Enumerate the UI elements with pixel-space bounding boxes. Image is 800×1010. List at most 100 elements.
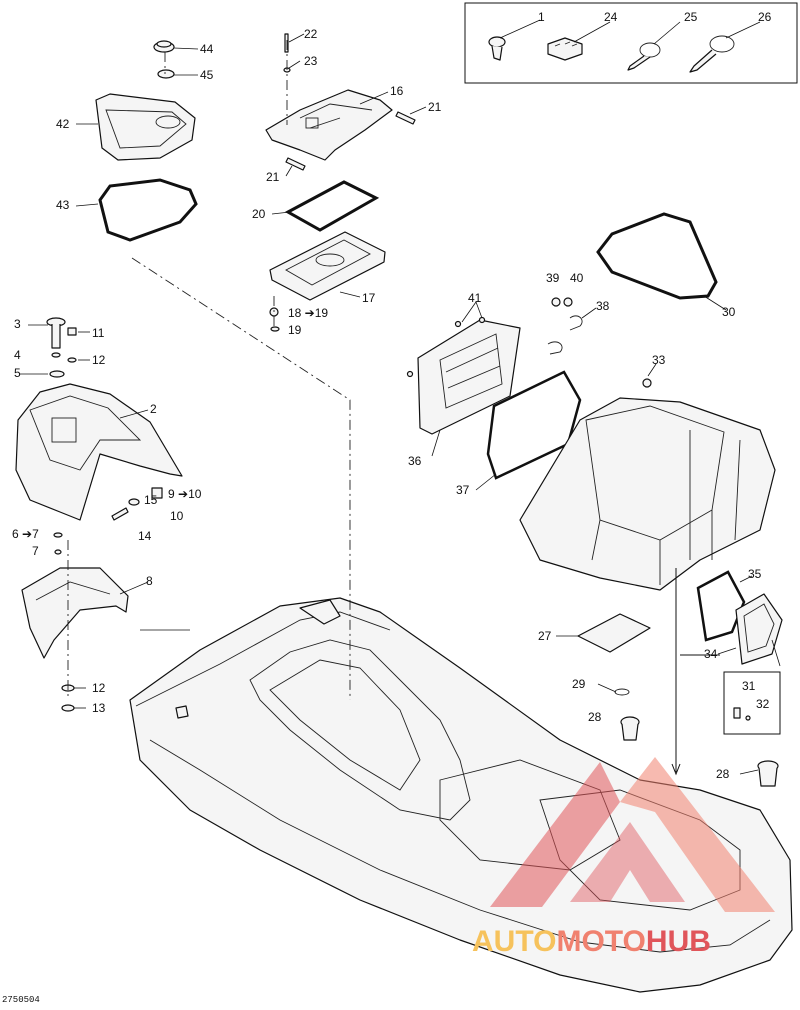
screw-part-41b (478, 316, 486, 324)
part-40 (563, 297, 573, 307)
callout-21-bottom: 21 (266, 170, 280, 184)
part-33 (642, 378, 652, 388)
watermark-text-part-3: HUB (645, 925, 711, 958)
callout-10: 10 (170, 509, 184, 523)
washer-part-12a (67, 357, 77, 363)
bolt-part-3 (46, 317, 66, 349)
callout-28-left: 28 (588, 710, 602, 724)
callout-26: 26 (758, 10, 772, 24)
handle-part-2 (15, 383, 183, 521)
callout-33: 33 (652, 353, 666, 367)
watermark-logo (490, 757, 775, 912)
callout-17: 17 (362, 291, 376, 305)
callout-40: 40 (570, 271, 584, 285)
screw-part-41c (406, 370, 414, 378)
callout-28-right: 28 (716, 767, 730, 781)
gasket-part-20 (284, 180, 380, 232)
hardware-kit-frame (464, 2, 798, 84)
callout-38: 38 (596, 299, 610, 313)
washer-part-6 (53, 532, 63, 538)
callout-21-top: 21 (428, 100, 442, 114)
watermark-triangle-inner (570, 822, 685, 902)
callout-4: 4 (14, 348, 21, 362)
callout-12-bottom: 12 (92, 681, 106, 695)
callout-1: 1 (538, 10, 545, 24)
washer-part-4 (51, 352, 61, 358)
callout-3: 3 (14, 317, 21, 331)
cap-part-44 (153, 40, 175, 53)
plate-part-27 (577, 613, 651, 653)
leader-lines (20, 19, 781, 775)
callout-22: 22 (304, 27, 318, 41)
frame-part-36 (417, 319, 521, 435)
watermark-triangle-left (490, 762, 620, 907)
callout-8: 8 (146, 574, 153, 588)
part-39 (551, 297, 561, 307)
callout-29: 29 (572, 677, 586, 691)
vent-part-28a (620, 716, 640, 741)
screw-part-41a (454, 320, 462, 328)
watermark-text: AUTOMOTOHUB (472, 925, 711, 959)
gasket-part-30 (596, 212, 718, 300)
callout-19: 19 (288, 323, 302, 337)
callout-27: 27 (538, 629, 552, 643)
watermark-triangle-right (620, 757, 775, 912)
callout-43: 43 (56, 198, 70, 212)
callout-18: 18 ➔19 (288, 306, 329, 320)
callout-12-top: 12 (92, 353, 106, 367)
callout-36: 36 (408, 454, 422, 468)
part-32 (745, 715, 751, 721)
callout-34: 34 (704, 647, 718, 661)
nut-part-13 (61, 704, 75, 712)
nut-part-11 (67, 327, 77, 336)
cover-part-34 (735, 593, 783, 665)
callout-45: 45 (200, 68, 214, 82)
callout-13: 13 (92, 701, 106, 715)
bolt-part-14 (111, 507, 129, 521)
callout-41: 41 (468, 291, 482, 305)
callout-30: 30 (722, 305, 736, 319)
gasket-part-45 (157, 69, 175, 79)
gasket-part-43 (98, 178, 198, 242)
clip-part-38 (547, 315, 583, 355)
part-31 (733, 707, 741, 719)
arrow-to-hull (671, 568, 681, 776)
washer-part-15 (128, 498, 140, 506)
gasket-part-35 (696, 570, 746, 642)
callout-6: 6 ➔7 (12, 527, 39, 541)
storage-bin-part-42 (95, 93, 196, 161)
cable-tie-part-25 (627, 42, 661, 71)
tray-part-17 (269, 231, 386, 301)
callout-20: 20 (252, 207, 266, 221)
callout-15: 15 (144, 493, 158, 507)
callout-16: 16 (390, 84, 404, 98)
clamp-part-29 (614, 688, 630, 696)
watermark-text-part-2: MOTO (556, 925, 646, 958)
washer-part-19 (270, 326, 280, 332)
cover-part-8 (21, 567, 129, 659)
callout-14: 14 (138, 529, 152, 543)
washer-part-5 (49, 370, 65, 378)
hull-deck (129, 597, 793, 993)
callout-23: 23 (304, 54, 318, 68)
callout-35: 35 (748, 567, 762, 581)
drawing-reference-code: 2750504 (2, 995, 40, 1005)
screw-part-1 (488, 36, 506, 61)
connector-part-24 (547, 37, 583, 61)
callout-39: 39 (546, 271, 560, 285)
callout-44: 44 (200, 42, 214, 56)
storage-housing (519, 397, 776, 591)
callout-5: 5 (14, 366, 21, 380)
callout-11: 11 (92, 326, 105, 340)
callout-31: 31 (742, 679, 756, 693)
pin-part-21a (395, 111, 416, 125)
callout-25: 25 (684, 10, 698, 24)
cable-tie-part-26 (689, 35, 735, 73)
watermark-text-part-1: AUTO (472, 925, 557, 958)
screw-part-22 (284, 33, 289, 53)
vent-part-28b (757, 760, 779, 787)
washer-part-7 (54, 549, 62, 555)
part-9 (151, 487, 163, 499)
